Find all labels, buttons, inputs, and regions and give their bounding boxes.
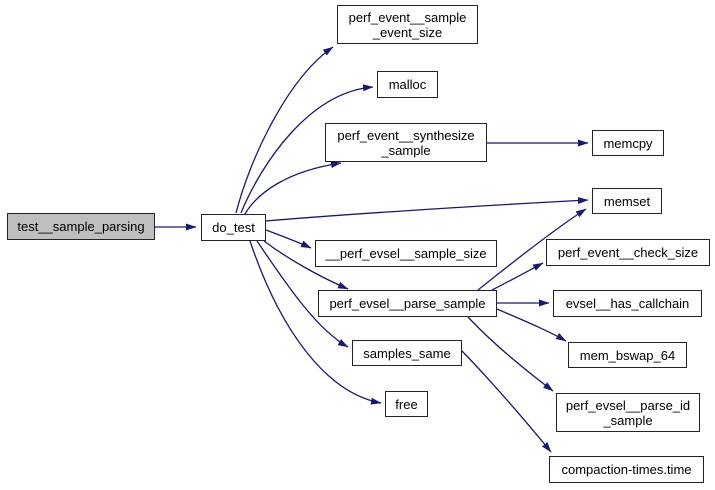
graph-node-compaction-times.time[interactable]: compaction-times.time	[549, 456, 704, 483]
node-label: perf_evsel__parse_id	[565, 397, 691, 413]
edge-do_test-to-samples_same	[256, 240, 349, 348]
graph-node-do_test[interactable]: do_test	[201, 214, 266, 241]
node-label: compaction-times.time	[561, 462, 692, 477]
node-label: malloc	[388, 77, 427, 92]
edge-perf_evsel__parse_sample-to-perf_evsel__parse_id_sample	[467, 316, 554, 392]
node-label: mem_bswap_64	[579, 347, 676, 363]
node-label: memset	[603, 193, 651, 209]
node-label: test__sample_parsing	[17, 219, 145, 234]
edge-perf_evsel__parse_sample-to-mem_bswap_64	[496, 308, 567, 342]
graph-node-__perf_evsel__sample_size[interactable]: __perf_evsel__sample_size	[315, 240, 497, 267]
node-label: __perf_evsel__sample_size	[325, 246, 487, 261]
node-label: free	[395, 396, 418, 412]
graph-node-malloc[interactable]: malloc	[377, 71, 438, 98]
edge-samples_same-to-compaction-times.time	[461, 350, 552, 453]
edge-do_test-to-perf_event__sample_event_size	[235, 46, 334, 214]
graph-node-memcpy[interactable]: memcpy	[592, 130, 664, 156]
edge-do_test-to-memset	[265, 197, 589, 222]
node-label: memcpy	[603, 135, 653, 151]
graph-node-samples_same[interactable]: samples_same	[352, 340, 462, 366]
edge-do_test-to-free	[249, 240, 382, 405]
node-label: perf_evsel__parse_sample	[329, 296, 486, 311]
node-label: perf_event__synthesize	[337, 127, 475, 143]
node-label: _sample	[381, 142, 431, 158]
graph-node-perf_evsel__parse_id_sample[interactable]: perf_evsel__parse_id_sample	[556, 393, 700, 432]
graph-node-perf_event__sample_event_size[interactable]: perf_event__sample_event_size	[337, 5, 478, 44]
node-label: _event_size	[372, 24, 443, 40]
graph-node-memset[interactable]: memset	[592, 188, 662, 214]
node-label: samples_same	[363, 345, 451, 361]
node-label: evsel__has_callchain	[565, 296, 690, 311]
graph-node-perf_event__synthesize_sample[interactable]: perf_event__synthesize_sample	[325, 123, 487, 162]
graph-node-perf_event__check_size[interactable]: perf_event__check_size	[546, 239, 710, 266]
node-label: perf_event__check_size	[557, 245, 699, 260]
edge-do_test-to-__perf_evsel__sample_size	[265, 229, 312, 249]
edge-do_test-to-perf_event__synthesize_sample	[244, 161, 342, 215]
node-label: _sample	[603, 412, 653, 428]
edge-perf_evsel__parse_sample-to-memset	[477, 208, 587, 291]
graph-node-test__sample_parsing[interactable]: test__sample_parsing	[7, 213, 155, 240]
edge-do_test-to-perf_evsel__parse_sample	[263, 240, 349, 290]
graph-node-evsel__has_callchain[interactable]: evsel__has_callchain	[553, 290, 702, 317]
graph-node-perf_evsel__parse_sample[interactable]: perf_evsel__parse_sample	[318, 290, 497, 317]
graph-node-free[interactable]: free	[385, 391, 428, 417]
node-label: perf_event__sample	[348, 9, 467, 25]
edge-do_test-to-malloc	[240, 84, 374, 214]
edge-perf_evsel__parse_sample-to-perf_event__check_size	[491, 262, 544, 291]
node-label: do_test	[212, 220, 255, 235]
graph-node-mem_bswap_64[interactable]: mem_bswap_64	[568, 342, 687, 368]
